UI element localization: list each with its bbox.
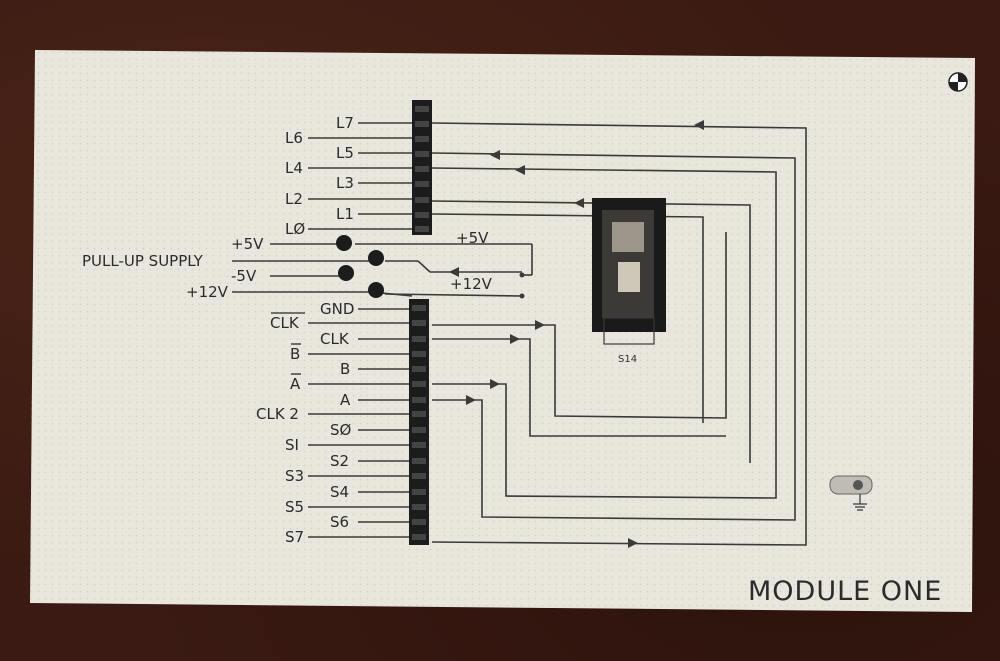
label-l0: LØ bbox=[285, 220, 305, 238]
label-plus5v-right: +5V bbox=[456, 229, 489, 247]
module-board bbox=[30, 50, 975, 612]
ground-terminal-icon bbox=[829, 475, 873, 511]
pin-header-bottom bbox=[409, 299, 429, 545]
label-plus12v-left: +12V bbox=[186, 283, 229, 301]
label-gnd: GND bbox=[320, 300, 354, 318]
label-s6: S6 bbox=[330, 513, 349, 531]
label-b-bar: B bbox=[290, 345, 300, 363]
label-s4: S4 bbox=[330, 483, 349, 501]
pull-up-pins bbox=[336, 235, 384, 298]
slide-switch-s14[interactable] bbox=[592, 198, 666, 345]
label-switch-s14: S14 bbox=[618, 354, 637, 365]
label-s0: SØ bbox=[330, 421, 352, 439]
registration-mark-icon bbox=[948, 72, 968, 92]
label-l1: L1 bbox=[336, 205, 354, 223]
module-title: MODULE ONE bbox=[748, 576, 942, 607]
arrow-icon bbox=[490, 379, 500, 389]
label-pull-up-supply: PULL-UP SUPPLY bbox=[82, 252, 204, 270]
label-l3: L3 bbox=[336, 174, 354, 192]
label-clk: CLK bbox=[320, 330, 350, 348]
dot-icon bbox=[519, 272, 525, 278]
signal-arrows bbox=[449, 120, 704, 548]
label-l5: L5 bbox=[336, 144, 354, 162]
arrow-icon bbox=[490, 150, 500, 160]
label-plus12v-right: +12V bbox=[450, 275, 493, 293]
label-s7: S7 bbox=[285, 528, 304, 546]
arrow-icon bbox=[535, 320, 545, 330]
label-l4: L4 bbox=[285, 159, 303, 177]
arrow-icon bbox=[694, 120, 704, 130]
arrow-icon bbox=[628, 538, 638, 548]
board-labels: L7 L6 L5 L4 L3 L2 L1 LØ +5V PULL-UP SUPP… bbox=[82, 114, 942, 607]
label-clk-bar: CLK bbox=[270, 314, 300, 332]
arrow-icon bbox=[449, 267, 459, 277]
arrow-icon bbox=[466, 395, 476, 405]
arrow-icon bbox=[515, 165, 525, 175]
label-b: B bbox=[340, 360, 350, 378]
label-s2: S2 bbox=[330, 452, 349, 470]
label-s3: S3 bbox=[285, 467, 304, 485]
label-plus5v-left: +5V bbox=[231, 235, 264, 253]
label-minus5v-left: -5V bbox=[231, 267, 257, 285]
arrow-icon bbox=[574, 198, 584, 208]
dot-icon bbox=[519, 293, 525, 299]
pin-header-top bbox=[412, 100, 432, 235]
label-l6: L6 bbox=[285, 129, 303, 147]
label-a: A bbox=[340, 391, 351, 409]
label-clk2: CLK 2 bbox=[256, 405, 299, 423]
label-s5: S5 bbox=[285, 498, 304, 516]
label-a-bar: A bbox=[290, 375, 301, 393]
label-l2: L2 bbox=[285, 190, 303, 208]
arrow-icon bbox=[510, 334, 520, 344]
label-s1: SI bbox=[285, 436, 299, 454]
label-l7: L7 bbox=[336, 114, 354, 132]
